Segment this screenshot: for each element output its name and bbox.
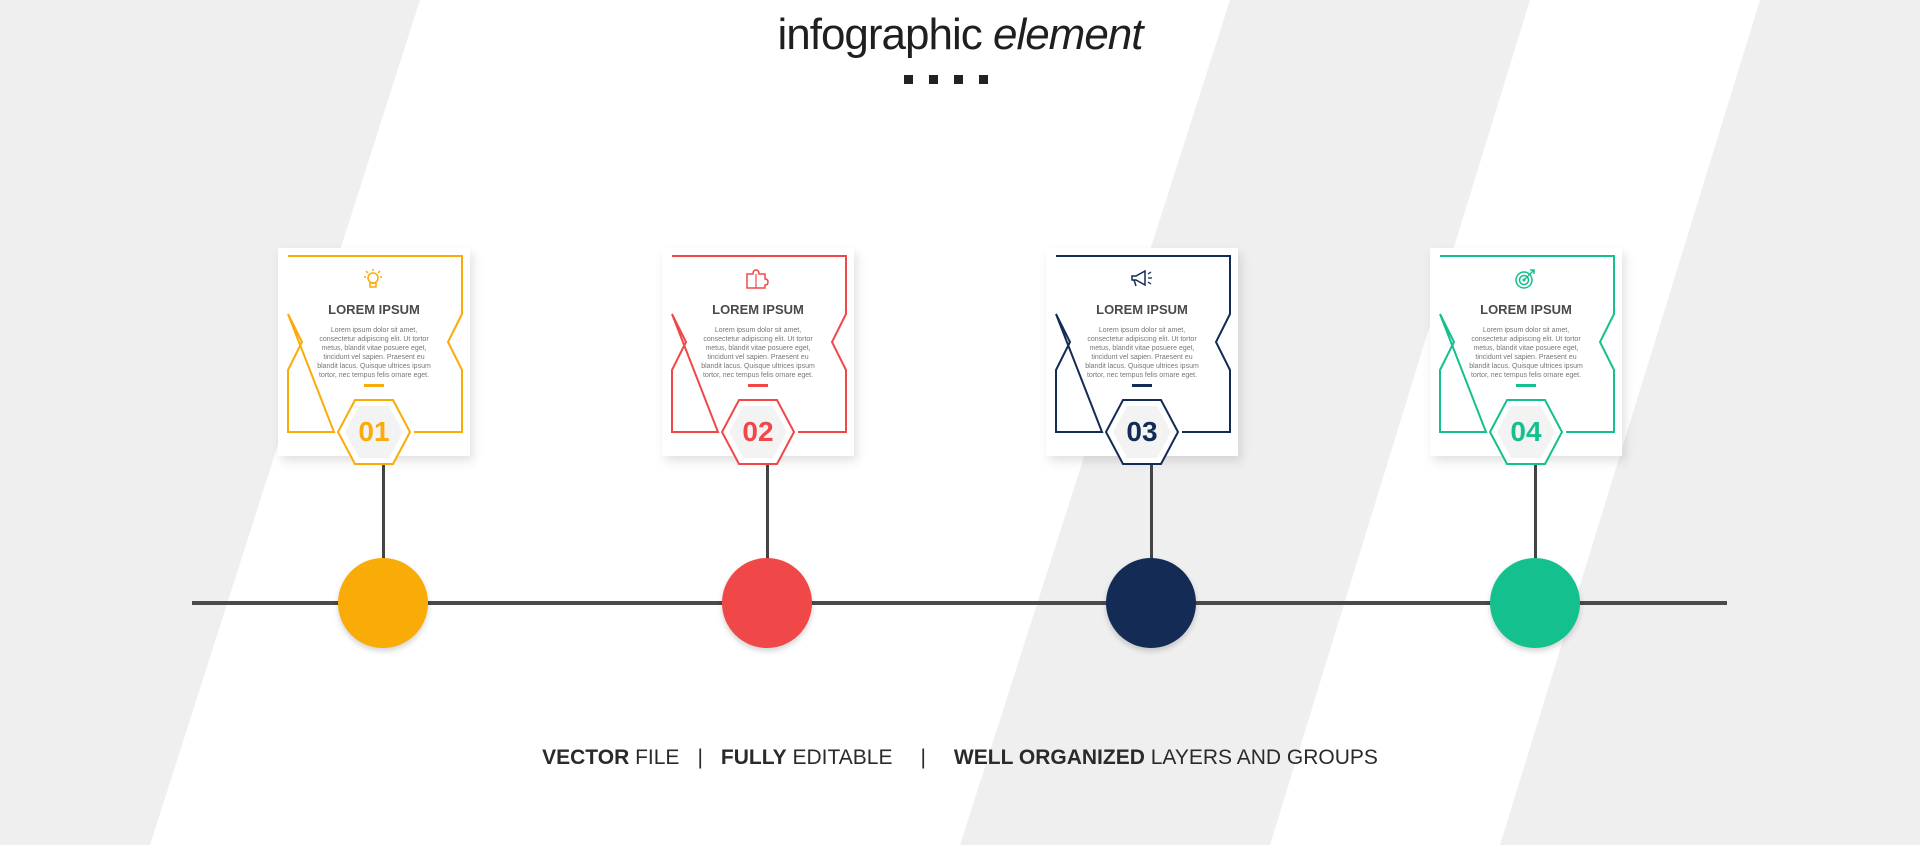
hexagon-shape	[720, 399, 796, 465]
step-card: LOREM IPSUM Lorem ipsum dolor sit amet, …	[1430, 248, 1622, 465]
step-number: 01	[358, 416, 390, 447]
footer-separator: |	[697, 746, 703, 769]
step-card: LOREM IPSUM Lorem ipsum dolor sit amet, …	[662, 248, 854, 465]
footer-well-organized: WELL ORGANIZED	[953, 746, 1145, 769]
step-number: 03	[1126, 416, 1158, 447]
step-number: 04	[1510, 416, 1542, 447]
title-dot	[979, 75, 988, 84]
title-dots	[904, 75, 988, 84]
title-main: infographic	[777, 10, 982, 59]
step-title: LOREM IPSUM	[328, 302, 420, 317]
step-node	[338, 558, 428, 648]
step-dash	[364, 384, 384, 387]
footer-vector: VECTOR	[542, 746, 630, 769]
footer-layers-groups: LAYERS AND GROUPS	[1144, 746, 1378, 769]
card-frame	[1055, 255, 1231, 433]
step-node	[1106, 558, 1196, 648]
hexagon-shape	[1104, 399, 1180, 465]
card-frame	[1439, 255, 1615, 433]
footer-separator: |	[920, 746, 926, 769]
step-description: Lorem ipsum dolor sit amet, consectetur …	[1085, 327, 1199, 379]
card-frame	[287, 255, 463, 433]
step-title: LOREM IPSUM	[1480, 302, 1572, 317]
step-description: Lorem ipsum dolor sit amet, consectetur …	[701, 327, 815, 379]
step-title: LOREM IPSUM	[712, 302, 804, 317]
step-dash	[748, 384, 768, 387]
target-icon	[1515, 269, 1535, 289]
step-card: LOREM IPSUM Lorem ipsum dolor sit amet, …	[278, 248, 470, 465]
title-dot	[954, 75, 963, 84]
title-dot	[929, 75, 938, 84]
card-frame	[671, 255, 847, 433]
timeline-line	[192, 601, 1727, 605]
step-card: LOREM IPSUM Lorem ipsum dolor sit amet, …	[1046, 248, 1238, 465]
step-connector	[1150, 460, 1153, 560]
step-number: 02	[742, 416, 774, 447]
step-number-badge: 04	[1488, 398, 1564, 466]
page-title: infographic element	[0, 10, 1920, 60]
step-description: Lorem ipsum dolor sit amet, consectetur …	[1469, 327, 1583, 379]
step-connector	[766, 460, 769, 560]
step-node	[1490, 558, 1580, 648]
footer-caption: VECTOR FILE | FULLY EDITABLE | WELL ORGANIZE…	[0, 746, 1920, 770]
step-connector	[382, 460, 385, 560]
step-number-badge: 02	[720, 398, 796, 466]
title-dot	[904, 75, 913, 84]
puzzle-icon	[746, 269, 769, 289]
footer-editable: EDITABLE	[786, 746, 893, 769]
title-emphasis: element	[992, 10, 1144, 59]
hexagon-shape	[1488, 399, 1564, 465]
step-dash	[1132, 384, 1152, 387]
hexagon-shape	[336, 399, 412, 465]
footer-file: FILE	[629, 746, 680, 769]
step-node	[722, 558, 812, 648]
lightbulb-icon	[364, 269, 382, 288]
footer-fully: FULLY	[720, 746, 787, 769]
step-number-badge: 03	[1104, 398, 1180, 466]
step-number-badge: 01	[336, 398, 412, 466]
step-title: LOREM IPSUM	[1096, 302, 1188, 317]
megaphone-icon	[1131, 269, 1152, 287]
step-dash	[1516, 384, 1536, 387]
step-description: Lorem ipsum dolor sit amet, consectetur …	[317, 327, 431, 379]
step-connector	[1534, 460, 1537, 560]
